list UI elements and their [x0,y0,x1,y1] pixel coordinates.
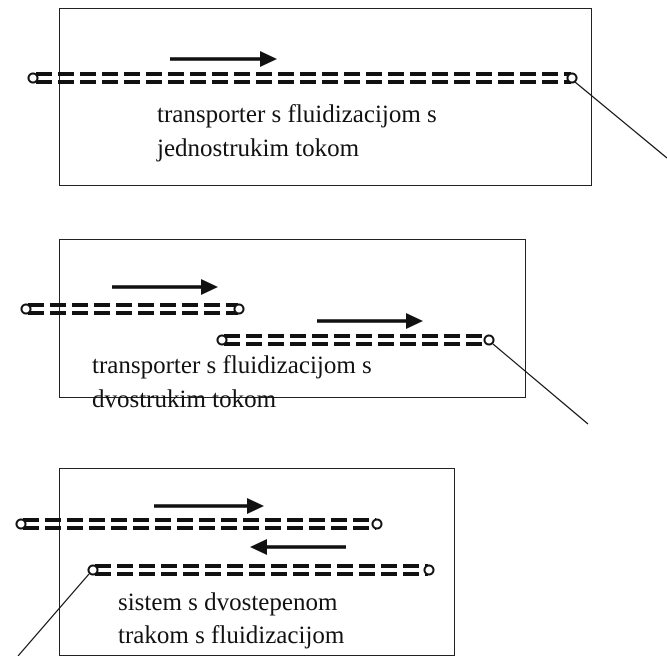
panel-double-flow-label-line-2: dvostrukim tokom [92,386,277,413]
flow-arrow-right-icon [170,51,277,67]
belt-2-lower-left-roller-icon [216,334,228,346]
belt-3-upper-right-roller-icon [371,518,383,530]
belt-1-right-roller-icon [566,72,578,84]
belt-1 [27,72,578,84]
belt-1-leader-line [574,81,667,159]
panel-double-flow-label-line-1: transporter s fluidizacijom s [92,352,372,379]
belt-2-leader-line [492,343,589,425]
panel-double-flow-frame [59,239,526,398]
belt-3-leader-line [17,573,90,656]
belt-3-upper-left-roller-icon [15,518,27,530]
panel-single-flow-label-line-1: transporter s fluidizacijom s [157,101,437,128]
panel-two-stage-label-line-1: sistem s dvostepenom [118,589,338,616]
flow-arrow-right-icon [317,313,423,329]
panel-two-stage-label-line-2: trakom s fluidizacijom [118,622,345,649]
flow-arrow-right-icon [112,279,218,295]
flow-arrow-left-icon [250,539,346,555]
belt-3-lower [87,564,435,576]
belt-2-upper-left-roller-icon [20,303,32,315]
belt-3-lower-left-roller-icon [87,564,99,576]
belt-3-upper [15,518,383,530]
belt-2-lower [216,334,495,346]
flow-arrow-right-icon [154,498,264,514]
belt-2-lower-right-roller-icon [483,334,495,346]
belt-1-left-roller-icon [27,72,39,84]
belt-2-upper-right-roller-icon [233,303,245,315]
panel-single-flow-frame [59,8,592,186]
belt-3-lower-right-roller-icon [423,564,435,576]
panel-single-flow-label-line-2: jednostrukim tokom [157,135,360,162]
belt-2-upper [20,303,245,315]
